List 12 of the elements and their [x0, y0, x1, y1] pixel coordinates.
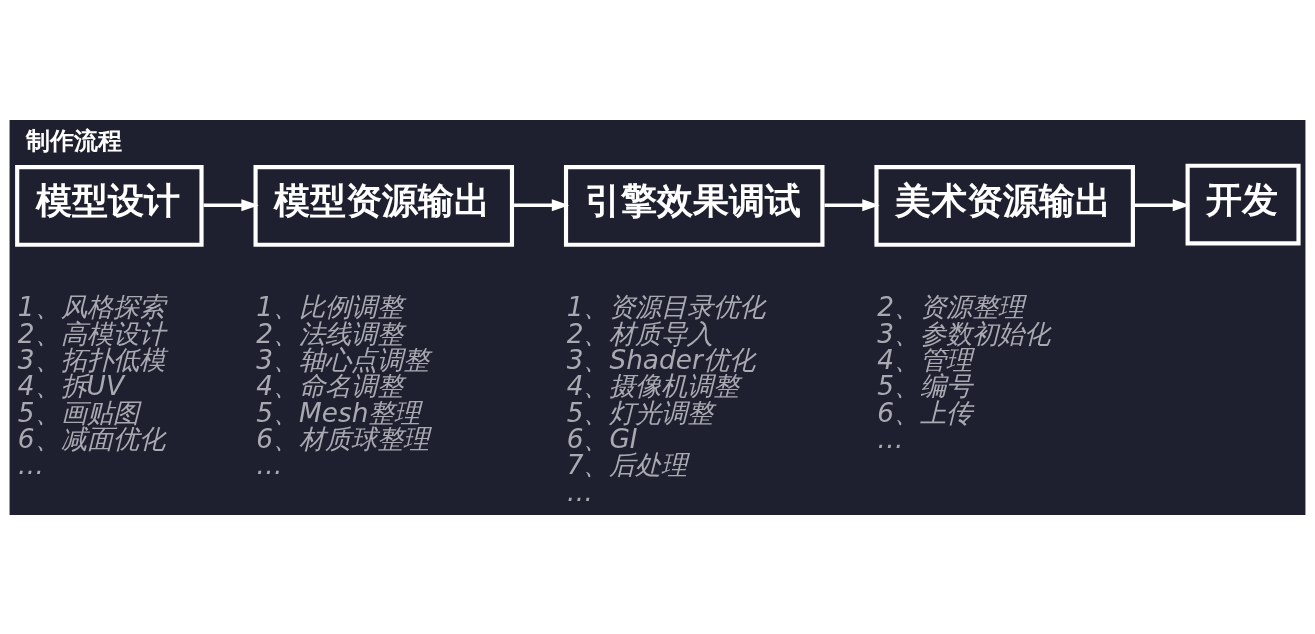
node-box: 引擎效果调试	[563, 164, 825, 247]
node-box: 开发	[1185, 163, 1301, 245]
arrow	[203, 198, 259, 211]
arrow	[1134, 198, 1191, 211]
node-box: 模型设计	[15, 164, 204, 247]
diagram-title: 制作流程	[26, 126, 123, 155]
arrow	[824, 198, 880, 211]
node-label: 1、资源目录优化	[566, 291, 766, 322]
node-box: 模型资源输出	[253, 164, 515, 247]
node-label: …	[566, 476, 594, 507]
node-box: 美术资源输出	[874, 164, 1135, 247]
arrow	[514, 198, 570, 211]
